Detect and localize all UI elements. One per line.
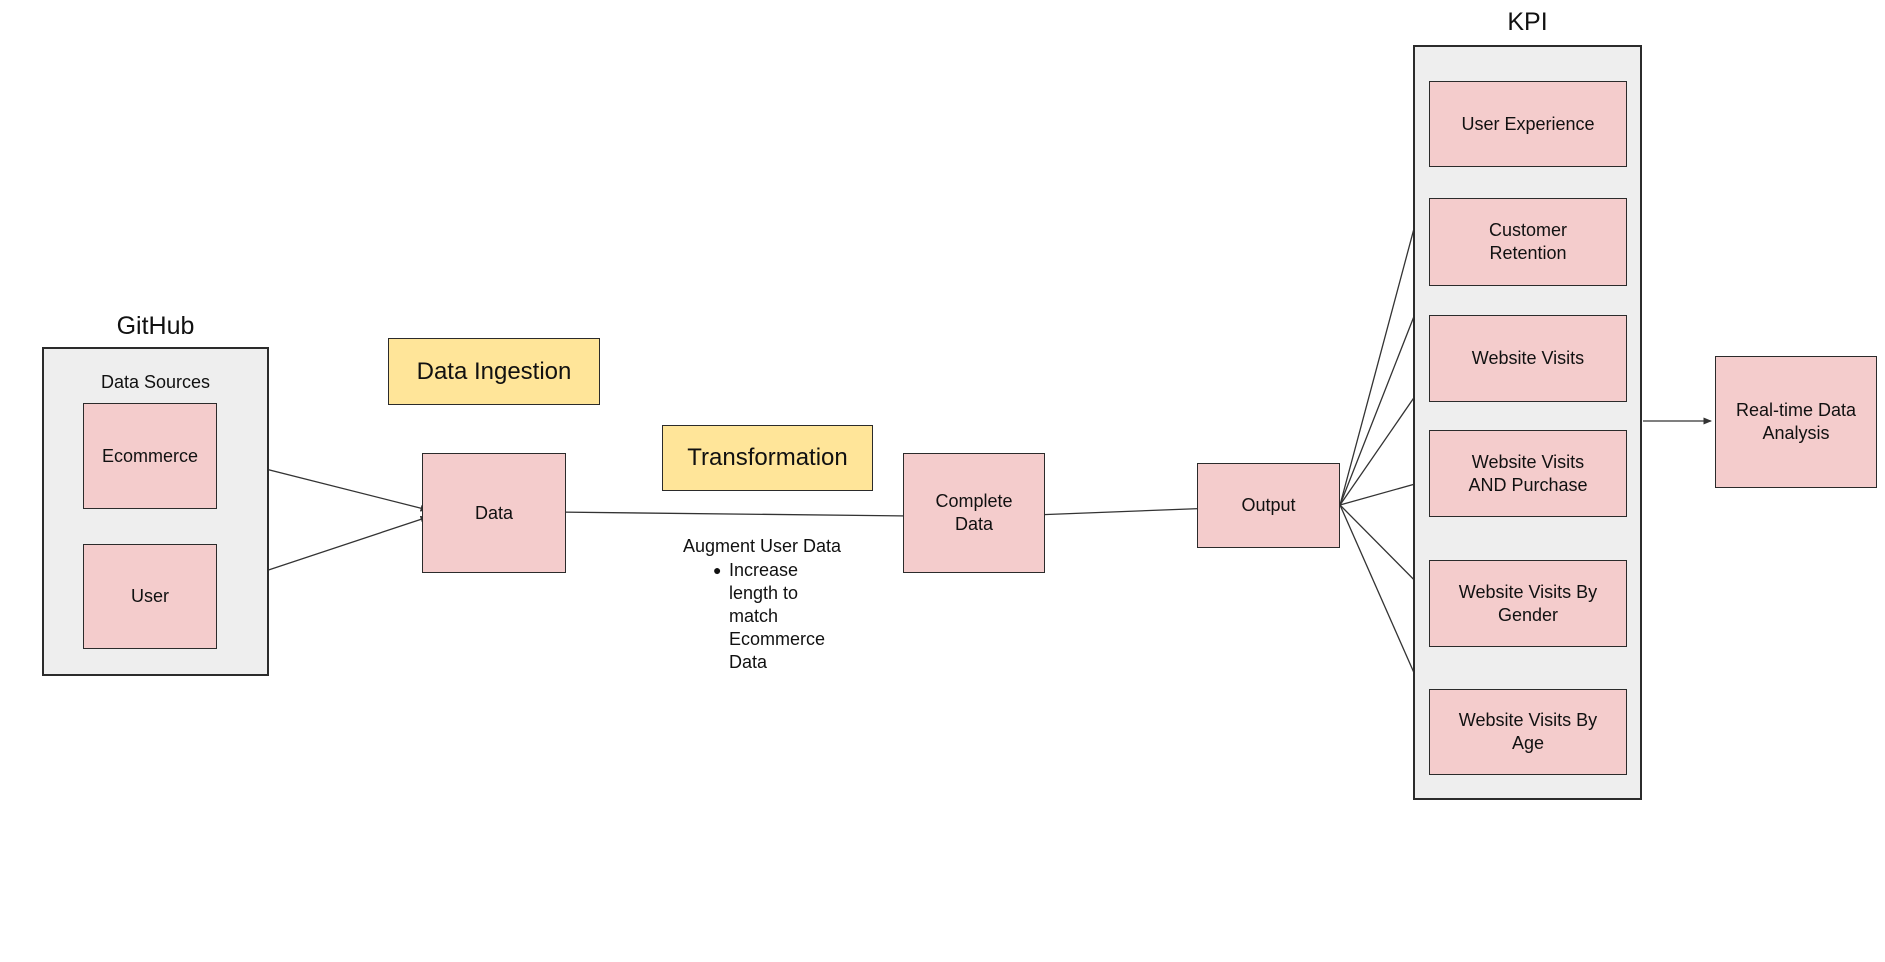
data-sources-label: Data Sources bbox=[100, 372, 211, 392]
stage-data-ingestion[interactable]: Data Ingestion bbox=[388, 338, 600, 405]
kpi-item-label: Website Visits By Gender bbox=[1458, 581, 1598, 625]
kpi-item-website-visits[interactable]: Website Visits bbox=[1429, 315, 1627, 402]
kpi-item-website-visits-by-gender[interactable]: Website Visits By Gender bbox=[1429, 560, 1627, 647]
stage-transformation[interactable]: Transformation bbox=[662, 425, 873, 491]
node-realtime-analysis-label: Real-time Data Analysis bbox=[1735, 400, 1857, 443]
stage-transformation-label: Transformation bbox=[687, 444, 848, 471]
kpi-item-user-experience[interactable]: User Experience bbox=[1429, 81, 1627, 167]
kpi-group-title: KPI bbox=[1507, 8, 1548, 36]
kpi-item-label: Website Visits By Age bbox=[1458, 710, 1598, 753]
augment-annotation-bullet-item: ● Increase length to match Ecommerce Dat… bbox=[683, 559, 873, 674]
node-complete-data-label: Complete Data bbox=[935, 491, 1013, 534]
node-ecommerce-label: Ecommerce bbox=[101, 445, 199, 466]
node-data-label: Data bbox=[474, 502, 514, 523]
augment-annotation-heading: Augment User Data bbox=[683, 536, 842, 556]
node-output-label: Output bbox=[1241, 495, 1296, 515]
node-realtime-analysis[interactable]: Real-time Data Analysis bbox=[1715, 356, 1877, 488]
node-user[interactable]: User bbox=[83, 544, 217, 649]
node-user-label: User bbox=[130, 586, 169, 606]
kpi-item-label: Customer Retention bbox=[1488, 220, 1568, 263]
augment-annotation: Augment User Data ● Increase length to m… bbox=[683, 535, 873, 674]
kpi-item-customer-retention[interactable]: Customer Retention bbox=[1429, 198, 1627, 286]
arrow-complete-to-output bbox=[1033, 504, 1216, 516]
kpi-item-label: Website Visits AND Purchase bbox=[1468, 451, 1588, 495]
arrow-data-to-complete bbox=[552, 511, 912, 520]
kpi-container bbox=[1413, 45, 1642, 800]
kpi-item-label: User Experience bbox=[1461, 113, 1595, 134]
github-group-title: GitHub bbox=[116, 312, 195, 340]
node-output[interactable]: Output bbox=[1197, 463, 1340, 548]
augment-annotation-bullet-text: Increase length to match Ecommerce Data bbox=[729, 560, 826, 672]
bullet-icon: ● bbox=[713, 562, 722, 578]
node-ecommerce[interactable]: Ecommerce bbox=[83, 403, 217, 509]
node-complete-data[interactable]: Complete Data bbox=[903, 453, 1045, 573]
kpi-item-website-visits-and-purchase[interactable]: Website Visits AND Purchase bbox=[1429, 430, 1627, 517]
kpi-item-website-visits-by-age[interactable]: Website Visits By Age bbox=[1429, 689, 1627, 775]
node-data[interactable]: Data bbox=[422, 453, 566, 573]
kpi-item-label: Website Visits bbox=[1471, 348, 1585, 368]
stage-data-ingestion-label: Data Ingestion bbox=[416, 357, 572, 385]
